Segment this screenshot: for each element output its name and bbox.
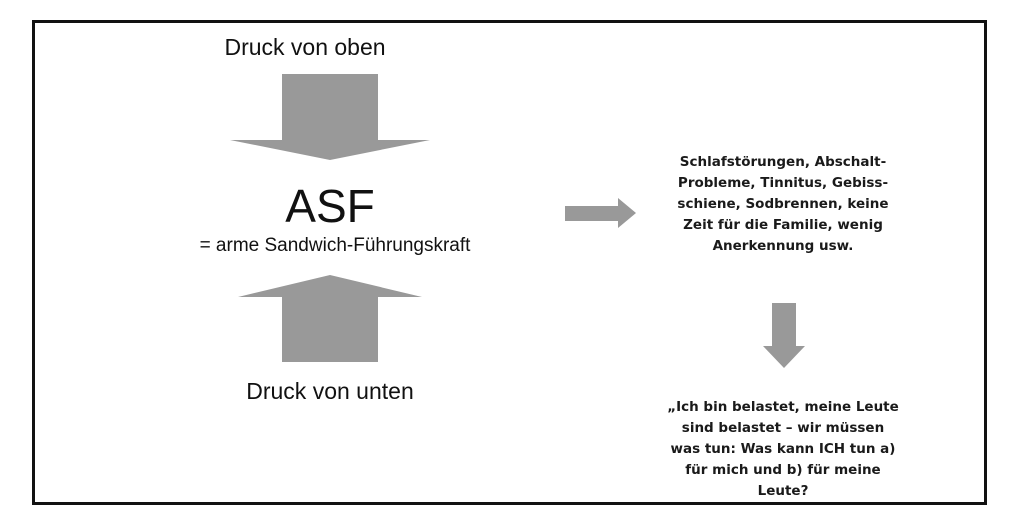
arrow-down-from-top	[230, 74, 430, 160]
diagram-title: ASF	[285, 180, 375, 232]
top-pressure-label: Druck von oben	[224, 34, 386, 60]
arrow-right	[565, 198, 636, 228]
effects-line: Probleme, Tinnitus, Gebiss-	[677, 175, 889, 191]
arrow-up-from-bottom	[238, 275, 422, 362]
effects-line: Zeit für die Familie, wenig	[683, 217, 883, 233]
quote-text: „Ich bin belastet, meine Leute sind bela…	[648, 397, 918, 502]
quote-line: für mich und b) für meine	[685, 462, 881, 478]
effects-line: Schlafstörungen, Abschalt-	[679, 154, 887, 170]
quote-line: Leute?	[757, 483, 809, 499]
quote-line: was tun: Was kann ICH tun a)	[670, 441, 896, 457]
bottom-pressure-label: Druck von unten	[246, 378, 414, 404]
diagram-subtitle: = arme Sandwich-Führungskraft	[199, 235, 471, 256]
effects-line: schiene, Sodbrennen, keine	[677, 196, 889, 212]
effects-text: Schlafstörungen, Abschalt- Probleme, Tin…	[648, 152, 918, 257]
diagram-frame	[32, 20, 987, 505]
quote-line: „Ich bin belastet, meine Leute	[667, 399, 899, 415]
effects-line: Anerkennung usw.	[712, 238, 854, 254]
arrow-down-right	[763, 303, 805, 368]
quote-line: sind belastet – wir müssen	[681, 420, 885, 436]
